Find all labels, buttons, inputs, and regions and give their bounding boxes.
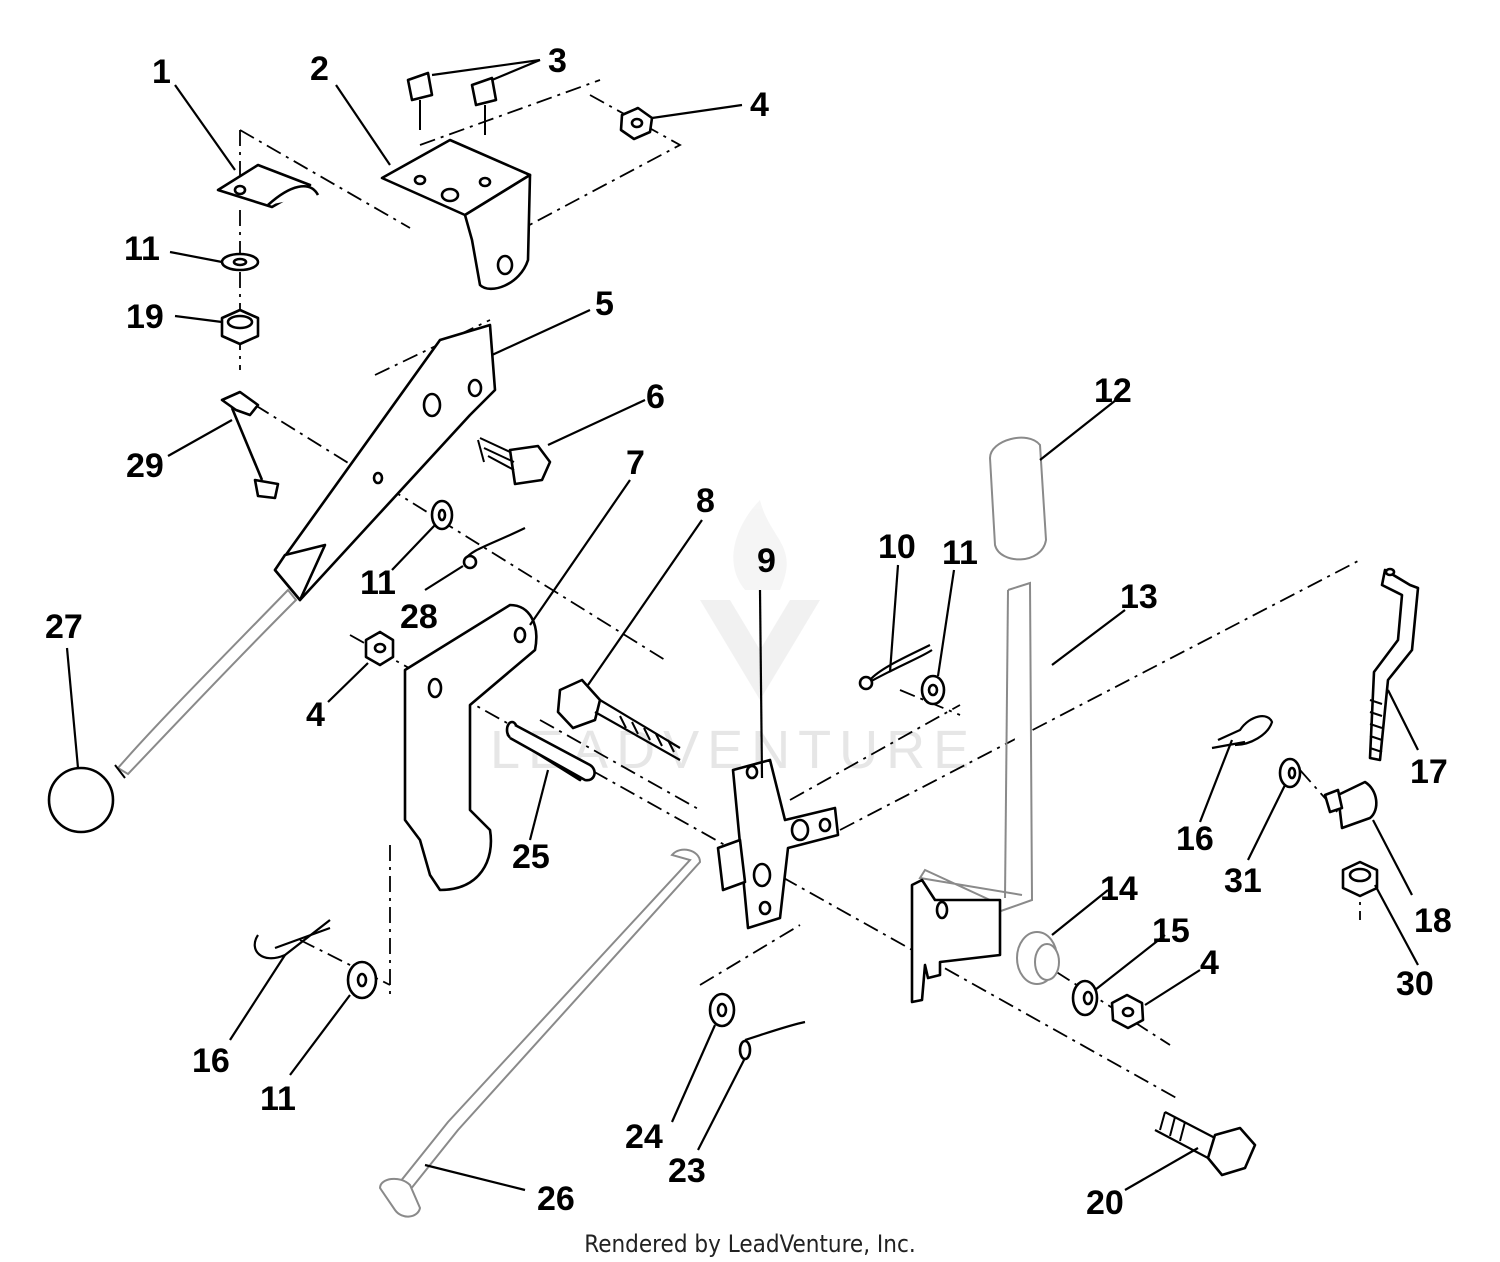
callout-23: 23	[668, 1152, 706, 1190]
part-11-washer-mid	[430, 499, 454, 531]
callout-24: 24	[625, 1118, 663, 1156]
part-4-nut-right	[1110, 993, 1145, 1030]
part-25-spacer	[505, 720, 596, 782]
callout-11-top: 11	[124, 230, 160, 268]
callout-30: 30	[1396, 965, 1434, 1003]
part-7-plate	[403, 603, 538, 892]
callout-11-right: 11	[942, 534, 978, 572]
footer-credit: Rendered by LeadVenture, Inc.	[584, 1230, 915, 1258]
part-4-nut-top	[619, 106, 654, 141]
part-9-pivot	[716, 758, 840, 930]
callout-17: 17	[1410, 753, 1448, 791]
part-24-washer	[708, 992, 736, 1028]
callout-4-top: 4	[750, 86, 769, 124]
callout-10: 10	[878, 528, 916, 566]
part-14-bushing	[1016, 931, 1060, 985]
part-12-grip	[988, 436, 1048, 561]
part-30-nut	[1341, 860, 1379, 898]
part-11-washer-right	[920, 674, 946, 706]
callout-27: 27	[45, 608, 83, 646]
callout-9: 9	[757, 542, 776, 580]
callout-8: 8	[696, 482, 715, 520]
leader-lines	[65, 58, 1419, 1192]
callout-7: 7	[626, 444, 645, 482]
part-2-bracket	[380, 138, 532, 291]
part-29-link	[220, 390, 280, 500]
callout-3: 3	[548, 42, 567, 80]
callout-31: 31	[1224, 862, 1262, 900]
callout-1: 1	[152, 53, 171, 91]
callout-15: 15	[1152, 912, 1190, 950]
part-18-swivel	[1323, 780, 1378, 830]
part-4-nut-left	[364, 630, 395, 667]
part-26-link	[378, 848, 702, 1218]
part-16-clip-right	[1211, 715, 1274, 750]
part-28-cotter	[462, 527, 526, 570]
callout-11-bottom: 11	[260, 1080, 296, 1118]
part-27-knob	[47, 766, 115, 834]
callout-16-left: 16	[192, 1042, 230, 1080]
callout-26: 26	[537, 1180, 575, 1218]
part-15-washer	[1071, 979, 1099, 1017]
callout-14: 14	[1100, 870, 1138, 908]
callout-4-left: 4	[306, 696, 325, 734]
callout-labels: 1 2 3 4 11 19 5 6 12 29 7 8 10 11 9 11 1…	[45, 42, 1452, 1222]
callout-19: 19	[126, 298, 164, 336]
callout-11-mid: 11	[360, 564, 396, 602]
callout-12: 12	[1094, 372, 1132, 410]
part-31-washer	[1278, 757, 1302, 789]
callout-18: 18	[1414, 902, 1452, 940]
part-3-bolts	[406, 71, 498, 135]
assembly-lines	[239, 79, 1361, 1101]
part-8-bolt	[556, 678, 681, 761]
callout-4-right: 4	[1200, 944, 1219, 982]
callout-29: 29	[126, 447, 164, 485]
callout-13: 13	[1120, 578, 1158, 616]
part-10-cotter	[858, 644, 933, 691]
callout-5: 5	[595, 285, 614, 323]
callout-16-right: 16	[1176, 820, 1214, 858]
part-20-bolt	[1154, 1111, 1257, 1177]
callout-28: 28	[400, 598, 438, 636]
part-23-cotter	[738, 1020, 806, 1061]
part-1-clip	[216, 163, 320, 209]
callout-20: 20	[1086, 1184, 1124, 1222]
part-13-lever	[910, 581, 1034, 1004]
part-lift-rod	[114, 588, 298, 779]
part-17-rod	[1368, 567, 1420, 762]
part-5-lever	[273, 323, 497, 602]
part-11-washer-bottom	[346, 960, 378, 1000]
callout-25: 25	[512, 838, 550, 876]
part-19-nut	[220, 308, 260, 346]
part-6-bolt	[477, 437, 552, 486]
callout-2: 2	[310, 50, 329, 88]
part-16-clip-left	[253, 919, 331, 960]
callout-6: 6	[646, 378, 665, 416]
part-11-washer-top	[220, 252, 260, 272]
